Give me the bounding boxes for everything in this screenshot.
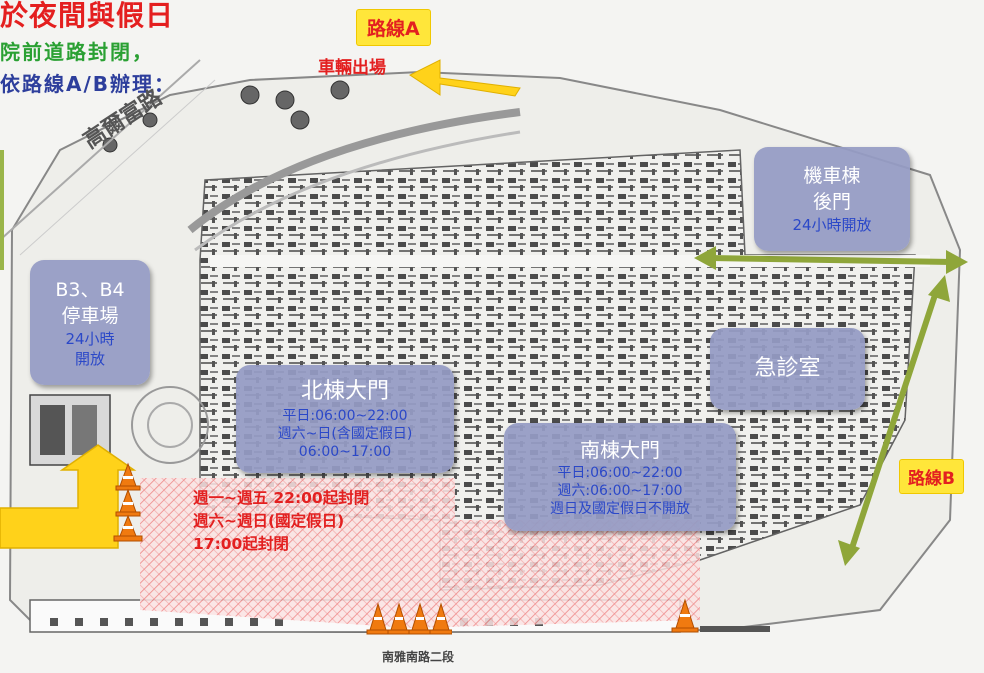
north-gate-weekend: 週六~日(含國定假日): [277, 426, 413, 442]
south-gate-saturday: 週六:06:00~17:00: [557, 483, 683, 499]
emergency-room-title: 急診室: [754, 356, 821, 381]
route-a-arrow: [409, 59, 521, 97]
route-a-label: 路線A: [357, 10, 430, 45]
motorcycle-title: 機車棟: [803, 165, 861, 187]
parking-hours-1: 24小時: [65, 329, 115, 348]
closure-weekend-time: 17:00起封閉: [193, 535, 289, 553]
north-gate-box: 北棟大門 平日:06:00~22:00 週六~日(含國定假日) 06:00~17…: [236, 365, 454, 473]
route-b-label: 路線B: [900, 460, 963, 493]
closure-weekend: 週六~週日(國定假日): [193, 512, 345, 530]
closure-weekday: 週一~週五 22:00起封閉: [193, 489, 370, 507]
emergency-room-box: 急診室: [710, 328, 865, 410]
vehicle-exit-label: 車輛出場: [318, 58, 386, 78]
south-gate-box: 南棟大門 平日:06:00~22:00 週六:06:00~17:00 週日及國定…: [504, 423, 736, 531]
left-edge-marker: [0, 150, 4, 270]
traffic-cone-icon: [113, 462, 143, 542]
parking-title: 停車場: [61, 304, 119, 327]
south-gate-sunday: 週日及國定假日不開放: [550, 501, 690, 517]
south-gate-title: 南棟大門: [580, 438, 660, 462]
motorcycle-building-box: 機車棟 後門 24小時開放: [754, 147, 910, 251]
north-street-line: [0, 59, 216, 256]
motorcycle-back-door: 後門: [812, 191, 851, 213]
parking-hours-2: 開放: [74, 349, 105, 368]
south-gate-weekday: 平日:06:00~22:00: [557, 465, 683, 481]
road-closure-notice: 週一~週五 22:00起封閉 週六~週日(國定假日) 17:00起封閉: [193, 487, 450, 556]
south-street-name: 南雅南路二段: [382, 650, 455, 664]
traffic-cone-single-icon: [671, 598, 699, 633]
traffic-cones-row-icon: [366, 602, 452, 635]
north-gate-weekday: 平日:06:00~22:00: [282, 408, 408, 424]
closed-road-area: [140, 478, 700, 628]
motorcycle-hours: 24小時開放: [792, 216, 872, 234]
north-gate-weekend-hours: 06:00~17:00: [298, 444, 392, 460]
entrance-arrow: [0, 444, 137, 549]
route-b-arrows: [694, 246, 968, 566]
north-gate-title: 北棟大門: [300, 379, 389, 404]
parking-levels: B3、B4: [55, 278, 125, 301]
header-instruction: 依路線A/B辦理：: [0, 72, 177, 96]
header-subtitle: 院前道路封閉，: [0, 40, 154, 64]
parking-box: B3、B4 停車場 24小時 開放: [30, 260, 150, 385]
header-title: 於夜間與假日: [0, 0, 175, 32]
